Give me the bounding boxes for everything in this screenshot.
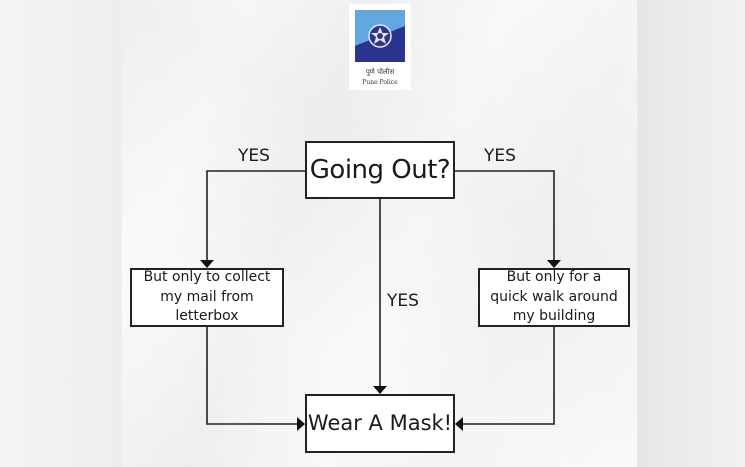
police-star-emblem-icon: [355, 10, 405, 62]
edge-label-center-yes: YES: [387, 291, 419, 311]
connector-start-to-right: [455, 170, 555, 260]
background-left: [0, 0, 122, 467]
edge-label-left-yes: YES: [238, 146, 270, 166]
arrowhead-right-down: [547, 260, 561, 268]
background-right: [637, 0, 745, 467]
start-decision-box: Going Out?: [305, 141, 455, 199]
logo-marathi-text: पुणे पोलीस: [365, 68, 395, 76]
pune-police-logo: पुणे पोलीस Pune Police: [349, 4, 411, 90]
connector-start-to-left: [206, 170, 305, 260]
arrowhead-left-into-result: [297, 417, 305, 431]
right-condition-box: But only for a quick walk around my buil…: [478, 268, 630, 327]
edge-label-right-yes: YES: [484, 146, 516, 166]
left-condition-box: But only to collect my mail from letterb…: [130, 268, 284, 327]
arrowhead-right-into-result: [455, 417, 463, 431]
arrowhead-center-down: [373, 386, 387, 394]
result-box: Wear A Mask!: [305, 394, 455, 453]
logo-name-text: Pune Police: [362, 79, 398, 86]
connector-left-to-result: [206, 327, 297, 425]
arrowhead-left-down: [200, 260, 214, 268]
connector-right-to-result: [463, 327, 555, 425]
